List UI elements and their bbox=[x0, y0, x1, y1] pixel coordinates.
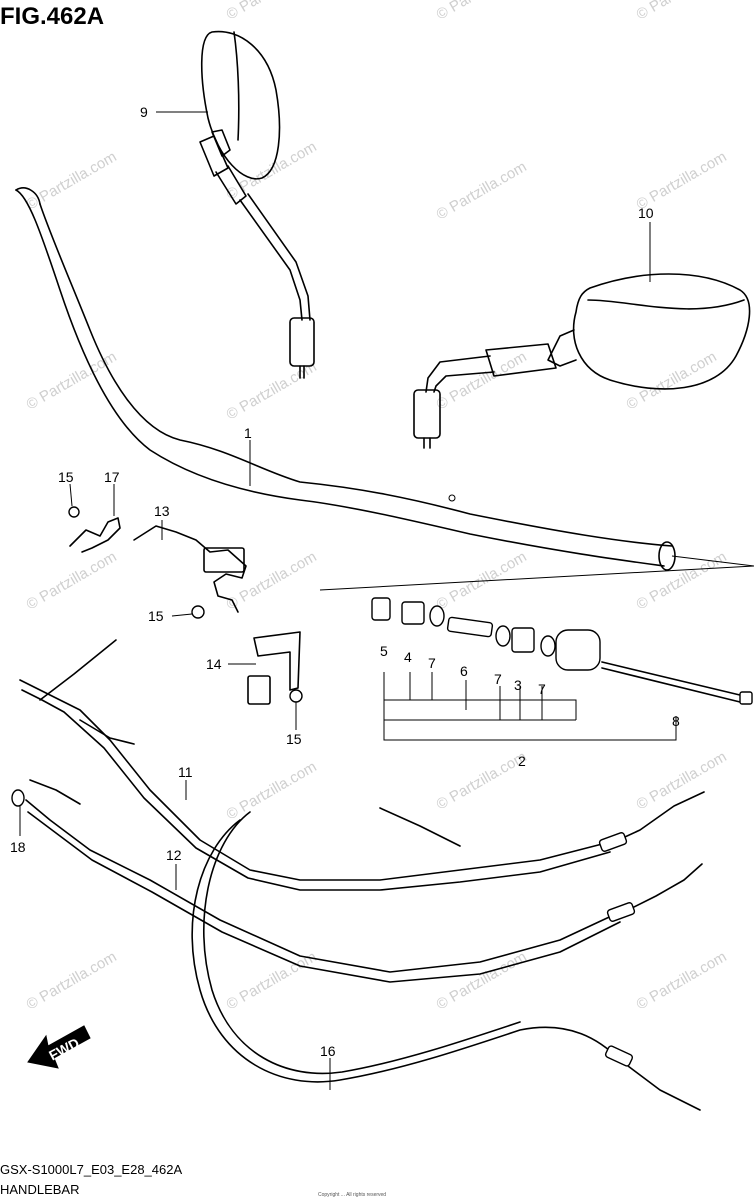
right-mirror bbox=[413, 273, 751, 449]
callout-7: 7 bbox=[538, 681, 546, 697]
callout-15: 15 bbox=[148, 608, 164, 624]
callout-11: 11 bbox=[178, 764, 193, 780]
watermark: © Partzilla.com bbox=[634, 0, 730, 23]
fine-print: Copyright ... All rights reserved bbox=[318, 1192, 386, 1198]
watermark: © Partzilla.com bbox=[434, 0, 530, 23]
figure-title: FIG.462A bbox=[0, 3, 104, 30]
cable-clamps bbox=[69, 517, 301, 705]
callout-10: 10 bbox=[638, 205, 654, 221]
callout-1: 1 bbox=[244, 425, 252, 441]
callout-3: 3 bbox=[514, 677, 522, 693]
watermark: © Partzilla.com bbox=[224, 758, 320, 823]
throttle-cables bbox=[19, 639, 705, 1111]
callout-12: 12 bbox=[166, 847, 182, 863]
watermark: © Partzilla.com bbox=[634, 148, 730, 213]
watermark: © Partzilla.com bbox=[634, 948, 730, 1013]
watermark: © Partzilla.com bbox=[434, 348, 530, 413]
callout-7: 7 bbox=[494, 671, 502, 687]
model-code: GSX-S1000L7_E03_E28_462A bbox=[0, 1162, 182, 1177]
callout-labels: 9 10 1 15 17 13 15 14 15 18 11 12 16 5 4… bbox=[10, 104, 680, 1059]
diagram-caption: HANDLEBAR bbox=[0, 1182, 79, 1197]
callout-8: 8 bbox=[672, 713, 680, 729]
watermark: © Partzilla.com bbox=[224, 0, 320, 23]
callout-16: 16 bbox=[320, 1043, 336, 1059]
callout-6: 6 bbox=[460, 663, 468, 679]
bolts bbox=[11, 506, 303, 807]
watermark: © Partzilla.com bbox=[24, 148, 120, 213]
callout-15: 15 bbox=[286, 731, 302, 747]
handlebar-tube bbox=[15, 187, 676, 571]
end-weight-leader bbox=[319, 555, 754, 591]
watermark: © Partzilla.com bbox=[634, 548, 730, 613]
left-mirror bbox=[199, 30, 315, 379]
callout-5: 5 bbox=[380, 643, 388, 659]
watermark: © Partzilla.com bbox=[634, 748, 730, 813]
callout-9: 9 bbox=[140, 104, 148, 120]
watermark-layer: © Partzilla.com © Partzilla.com © Partzi… bbox=[24, 0, 730, 1013]
watermark: © Partzilla.com bbox=[24, 348, 120, 413]
fwd-arrow: FWD bbox=[27, 1025, 91, 1069]
callout-13: 13 bbox=[154, 503, 170, 519]
callout-7: 7 bbox=[428, 655, 436, 671]
callout-15: 15 bbox=[58, 469, 74, 485]
watermark: © Partzilla.com bbox=[24, 948, 120, 1013]
callout-17: 17 bbox=[104, 469, 120, 485]
callout-leaders bbox=[19, 111, 651, 1090]
watermark: © Partzilla.com bbox=[24, 548, 120, 613]
watermark: © Partzilla.com bbox=[224, 358, 320, 423]
callout-14: 14 bbox=[206, 656, 222, 672]
watermark: © Partzilla.com bbox=[624, 348, 720, 413]
watermark: © Partzilla.com bbox=[434, 748, 530, 813]
callout-4: 4 bbox=[404, 649, 412, 665]
watermark: © Partzilla.com bbox=[434, 158, 530, 223]
watermark: © Partzilla.com bbox=[434, 948, 530, 1013]
callout-18: 18 bbox=[10, 839, 26, 855]
bar-end-weight-assembly bbox=[371, 597, 753, 741]
callout-2: 2 bbox=[518, 753, 526, 769]
watermark: © Partzilla.com bbox=[224, 948, 320, 1013]
